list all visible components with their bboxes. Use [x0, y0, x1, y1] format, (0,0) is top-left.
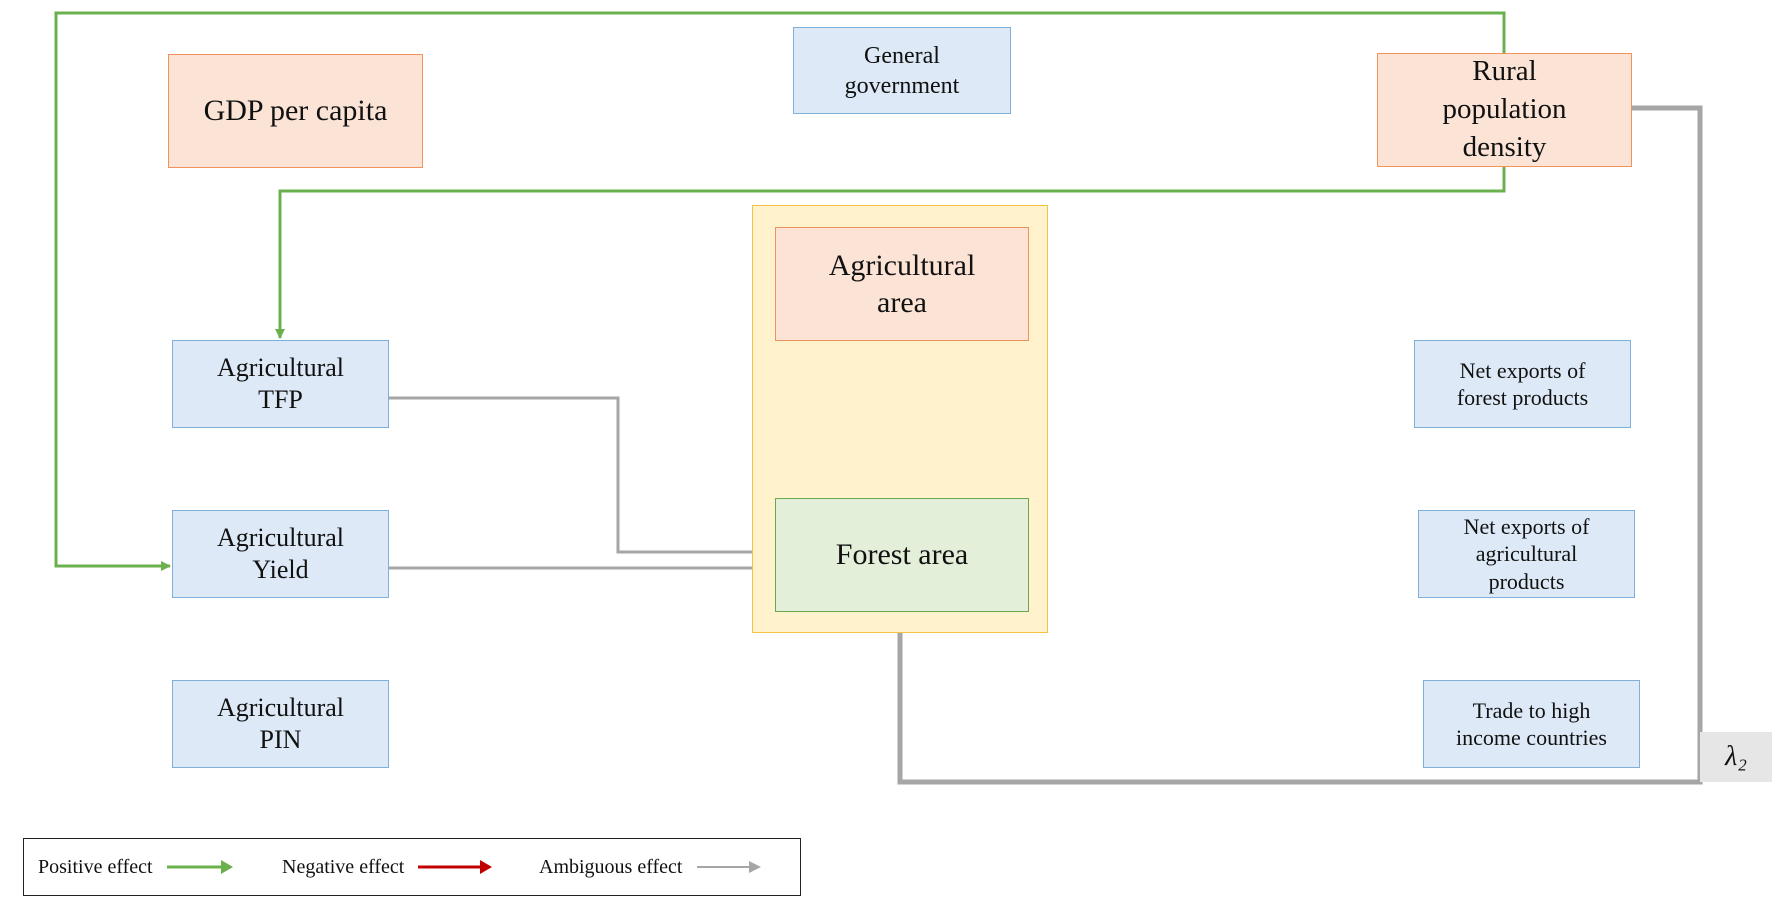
node-general-government: General government [793, 27, 1011, 114]
legend-ambiguous: Ambiguous effect [539, 839, 765, 895]
node-agricultural-pin-label: Agricultural PIN [216, 692, 345, 755]
node-agricultural-area-label: Agricultural area [828, 248, 976, 320]
node-gdp-per-capita-label: GDP per capita [203, 94, 388, 128]
node-forest-area-label: Forest area [835, 538, 969, 572]
negative-arrow-icon [418, 860, 493, 874]
positive-arrow-icon [166, 860, 233, 874]
node-general-government-label: General government [844, 42, 960, 99]
node-agricultural-area: Agricultural area [775, 227, 1029, 341]
node-trade-high-income: Trade to high income countries [1423, 680, 1640, 768]
edge-rural-density-to-forest-area [894, 105, 1703, 785]
legend-positive-label: Positive effect [38, 855, 153, 878]
node-agricultural-tfp: Agricultural TFP [172, 340, 389, 428]
node-agricultural-yield-label: Agricultural Yield [216, 522, 345, 585]
legend-ambiguous-label: Ambiguous effect [539, 855, 683, 878]
legend-negative: Negative effect [282, 839, 496, 895]
legend-negative-label: Negative effect [282, 855, 405, 878]
edge-tfp-to-forest-area [389, 396, 774, 558]
ambiguous-arrow-icon [696, 861, 761, 873]
legend: Positive effect Negative effect Ambiguou… [23, 838, 801, 896]
legend-positive: Positive effect [38, 839, 235, 895]
lambda-text: λ₂ [1725, 741, 1747, 772]
lambda-coefficient-label: λ₂ [1700, 732, 1772, 782]
node-net-exports-agri: Net exports of agricultural products [1418, 510, 1635, 598]
node-net-exports-forest: Net exports of forest products [1414, 340, 1631, 428]
node-agricultural-pin: Agricultural PIN [172, 680, 389, 768]
node-forest-area: Forest area [775, 498, 1029, 612]
node-net-exports-agri-label: Net exports of agricultural products [1463, 513, 1590, 594]
node-gdp-per-capita: GDP per capita [168, 54, 423, 168]
edge-rural-density-to-yield [54, 11, 1506, 571]
node-agricultural-yield: Agricultural Yield [172, 510, 389, 598]
node-trade-high-income-label: Trade to high income countries [1456, 697, 1607, 751]
edge-rural-density-to-tfp [275, 166, 1506, 339]
node-agricultural-tfp-label: Agricultural TFP [216, 352, 345, 415]
node-rural-population-density-label: Rural population density [1442, 55, 1567, 163]
node-net-exports-forest-label: Net exports of forest products [1456, 357, 1589, 411]
node-rural-population-density: Rural population density [1377, 53, 1632, 167]
